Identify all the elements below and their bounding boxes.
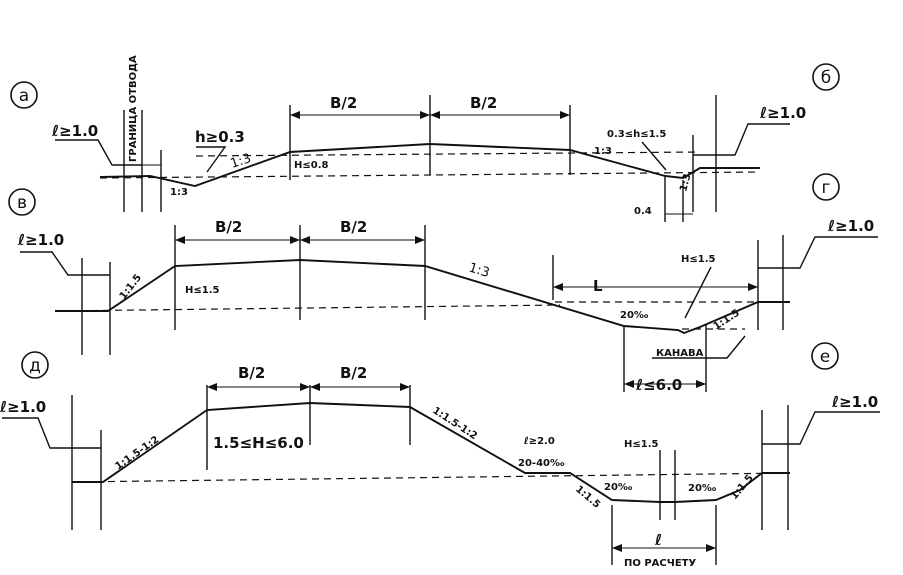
panel-a-marker — [10, 81, 38, 109]
arrow-head — [624, 380, 634, 388]
offset-leader-g — [758, 236, 878, 269]
half-width-left-v: B/2 — [215, 218, 242, 236]
half-width-left-d: B/2 — [238, 364, 265, 382]
arrow-head — [420, 111, 430, 119]
panel-v-marker — [8, 188, 36, 216]
slope-label-v: 1:1.5 — [118, 272, 144, 301]
h-label-b: 0.3≤h≤1.5 — [607, 129, 666, 140]
offset-label-v: ℓ≥1.0 — [17, 231, 64, 249]
arrow-head — [290, 236, 300, 244]
arrow-head — [290, 111, 300, 119]
ground-line-v-g — [54, 304, 561, 312]
arrow-head — [696, 380, 706, 388]
profile-a-b: а б ℓ≥1.0 ГРАНИЦА ОТВОДА h≥0.3 1:3 1:3 — [10, 55, 840, 222]
arrow-head — [207, 383, 217, 391]
panel-a-letter: а — [19, 86, 29, 106]
arrow-head — [310, 383, 320, 391]
h-leader-b — [641, 141, 667, 171]
arrow-head — [612, 544, 622, 552]
slope-label-a-up: 1:3 — [229, 151, 254, 172]
offset-label-g: ℓ≥1.0 — [827, 217, 874, 235]
slope-label-a-left: 1:3 — [170, 187, 188, 198]
panel-v-letter: в — [17, 193, 27, 213]
slope-label-d-left: 1:1.5-1:2 — [113, 434, 161, 472]
width-note-e: ПО РАСЧЕТУ — [624, 558, 696, 569]
profile-v-g: в г ℓ≥1.0 1:1.5 B/2 B/2 H≤1.5 1:3 — [8, 173, 878, 394]
embankment-profile-a-b — [99, 143, 760, 187]
offset-leader-d — [2, 417, 101, 449]
h-leader-g — [684, 266, 712, 319]
offset-leader-e — [762, 411, 880, 445]
height-label-v: H≤1.5 — [185, 285, 220, 296]
half-width-left-a: B/2 — [330, 94, 357, 112]
panel-d-marker — [21, 351, 49, 379]
h-label-a: h≥0.3 — [195, 128, 245, 146]
panel-e-marker — [811, 342, 839, 370]
slope-label-g: 1:3 — [467, 260, 491, 280]
embankment-profile-d-e — [72, 402, 790, 503]
ditch-label-g: КАНАВА — [656, 348, 704, 359]
slope-ditch-label-b: 1:3 — [678, 173, 693, 193]
grade-right-label-e: 20‰ — [688, 483, 717, 494]
panel-g-marker — [812, 173, 840, 201]
arrow-head — [400, 383, 410, 391]
boundary-label: ГРАНИЦА ОТВОДА — [128, 55, 139, 162]
arrow-head — [415, 236, 425, 244]
arrow-head — [560, 111, 570, 119]
ground-line-a-b — [99, 171, 761, 179]
ditch-leader-g — [652, 335, 746, 359]
arrow-head — [300, 383, 310, 391]
half-width-right-d: B/2 — [340, 364, 367, 382]
arrow-head — [553, 283, 563, 291]
offset-leader-v — [20, 251, 110, 276]
height-label-d: 1.5≤H≤6.0 — [213, 434, 304, 452]
offset-label-e: ℓ≥1.0 — [831, 393, 878, 411]
panel-d-letter: д — [29, 356, 41, 376]
berm-label-b: 0.4 — [634, 206, 652, 217]
offset-label-d: ℓ≥1.0 — [0, 398, 46, 416]
berm-label-e: ℓ≥2.0 — [523, 436, 555, 447]
ground-line-d-e — [71, 472, 791, 483]
offset-leader-a — [55, 139, 142, 166]
panel-b-marker — [812, 63, 840, 91]
ditch-width-label-g: ℓ≤6.0 — [635, 376, 682, 394]
h-label-g: H≤1.5 — [681, 254, 716, 265]
offset-leader-b — [693, 123, 790, 156]
width-label-e: ℓ — [654, 531, 662, 549]
h-label-e: H≤1.5 — [624, 439, 659, 450]
offset-label-b: ℓ≥1.0 — [759, 104, 806, 122]
offset-label-a: ℓ≥1.0 — [51, 122, 98, 140]
arrow-head — [430, 111, 440, 119]
half-width-right-v: B/2 — [340, 218, 367, 236]
design-line-a-b — [195, 151, 701, 157]
panel-e-letter: е — [820, 347, 830, 367]
h-leader-a — [196, 146, 227, 173]
arrow-head — [706, 544, 716, 552]
length-label-g: L — [593, 277, 603, 295]
panel-b-letter: б — [821, 68, 831, 88]
grade-left-label-e: 20‰ — [604, 482, 633, 493]
half-width-right-a: B/2 — [470, 94, 497, 112]
slope-left-label-e: 1:1.5 — [573, 484, 602, 511]
slope-label-b: 1:3 — [594, 146, 612, 157]
slope-ditch-label-g: 1:1.5 — [712, 308, 742, 333]
arrow-head — [748, 283, 758, 291]
arrow-head — [300, 236, 310, 244]
slope-right-label-e: 1:1.5 — [729, 473, 756, 502]
height-label-a: H≤0.8 — [294, 160, 329, 171]
arrow-head — [175, 236, 185, 244]
grade-label-e: 20-40‰ — [518, 458, 565, 469]
grade-label-g: 20‰ — [620, 310, 649, 321]
panel-g-letter: г — [822, 178, 831, 198]
profile-d-e: д е ℓ≥1.0 1:1.5-1:2 B/2 B/2 1.5≤H≤6.0 1:… — [0, 342, 880, 569]
embankment-profile-v-g — [55, 259, 790, 335]
